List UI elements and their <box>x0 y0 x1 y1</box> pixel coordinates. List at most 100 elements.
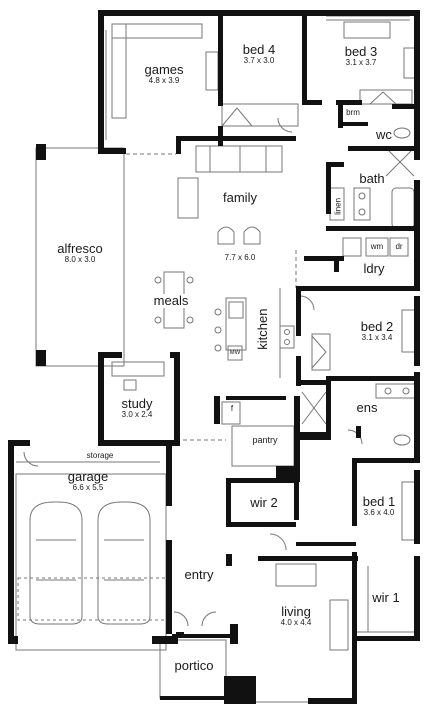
room-name: linen <box>333 197 343 215</box>
label-fridge: f <box>226 404 238 414</box>
room-name: MW <box>229 350 241 356</box>
family-chair-2 <box>243 226 261 245</box>
room-family: family <box>212 190 268 205</box>
room-name: storage <box>86 451 114 460</box>
living-sofa <box>329 599 349 651</box>
games-cabinet <box>205 51 219 91</box>
walls <box>8 10 420 704</box>
car-right <box>97 501 151 625</box>
games-sofa-side <box>111 23 127 119</box>
room-wm: wm <box>368 242 386 252</box>
room-name: entry <box>184 567 214 582</box>
bed3-robe-door <box>369 91 397 105</box>
bed2-robe <box>311 333 331 371</box>
bed4-robe-door <box>221 107 253 127</box>
room-dims: 3.1 x 3.7 <box>345 58 377 68</box>
room-dims: 7.7 x 6.0 <box>224 253 256 262</box>
room-name: bed 3 <box>344 44 378 59</box>
room-ens: ens <box>352 400 382 415</box>
kitchen-sink <box>228 301 244 319</box>
room-wc: wc <box>372 127 396 142</box>
room-meals: meals <box>146 293 196 309</box>
room-name: pantry <box>252 435 278 445</box>
room-dims: 4.8 x 3.9 <box>148 76 180 86</box>
study-desk <box>111 361 165 377</box>
room-bed4: bed 4 3.7 x 3.0 <box>234 42 284 66</box>
room-name: living <box>281 604 311 619</box>
family-chair-1 <box>217 226 235 245</box>
room-brm: brm <box>341 108 365 118</box>
room-storage: storage <box>78 451 122 461</box>
room-name: dr <box>395 242 403 251</box>
label-mw: MW <box>228 350 242 357</box>
room-name: games <box>144 62 184 77</box>
room-name: family <box>223 190 257 205</box>
pantry-shelves <box>231 425 295 467</box>
wc-toilet <box>393 127 411 139</box>
garage-door-line <box>17 577 167 621</box>
room-dims: 3.6 x 4.0 <box>363 508 395 518</box>
ens-toilet <box>393 434 411 446</box>
room-name: ens <box>356 400 378 415</box>
room-name: bed 4 <box>242 42 276 57</box>
room-ldry: ldry <box>356 261 392 276</box>
bed4-robe <box>221 103 299 127</box>
room-dr: dr <box>392 242 406 252</box>
room-name: kitchen <box>254 308 270 350</box>
bathtub <box>391 187 415 229</box>
room-pantry: pantry <box>248 435 282 446</box>
room-name: bed 2 <box>360 319 394 334</box>
room-wir2: wir 2 <box>244 495 284 510</box>
room-dims: 6.6 x 5.5 <box>72 483 104 493</box>
room-name: wm <box>370 242 384 251</box>
room-name: bed 1 <box>362 494 396 509</box>
room-dims: 4.0 x 4.4 <box>280 618 312 628</box>
kitchen-island <box>225 297 247 351</box>
dryer <box>389 237 409 257</box>
family-dims: 7.7 x 6.0 <box>212 253 268 263</box>
room-name: garage <box>67 469 109 484</box>
bed3-bedhead <box>343 21 391 39</box>
room-alfresco: alfresco 8.0 x 3.0 <box>48 241 112 265</box>
washing-machine <box>365 237 389 257</box>
bath-vanity <box>353 187 371 221</box>
room-name: meals <box>153 293 189 308</box>
microwave <box>227 345 243 361</box>
family-sofa <box>195 145 283 173</box>
laundry-tub <box>342 237 362 257</box>
room-wir1: wir 1 <box>364 590 408 605</box>
room-name: ldry <box>363 261 385 276</box>
room-kitchen: kitchen <box>254 304 270 354</box>
family-armchair <box>177 177 199 219</box>
living-armchair <box>275 563 317 587</box>
bed3-robe <box>359 89 413 105</box>
room-name: f <box>230 404 234 413</box>
room-dims: 8.0 x 3.0 <box>64 255 96 265</box>
car-left <box>29 501 83 625</box>
room-name: wc <box>376 127 392 142</box>
room-name: alfresco <box>57 241 103 256</box>
room-entry: entry <box>176 567 222 582</box>
room-garage: garage 6.6 x 5.5 <box>58 469 118 493</box>
door-arc <box>277 117 293 133</box>
room-name: bath <box>359 171 385 186</box>
room-name: portico <box>174 658 214 673</box>
ens-vanity <box>375 383 417 399</box>
room-name: study <box>121 396 153 411</box>
bed1-bedhead <box>401 481 417 541</box>
room-name: wir 1 <box>372 590 400 605</box>
alfresco-outline <box>35 147 125 367</box>
room-bath: bath <box>354 171 390 186</box>
room-portico: portico <box>166 658 222 673</box>
room-linen: linen <box>333 192 344 220</box>
room-bed2: bed 2 3.1 x 3.4 <box>352 319 402 343</box>
room-dims: 3.7 x 3.0 <box>243 56 275 66</box>
bed2-bedhead <box>401 309 417 353</box>
room-name: brm <box>346 108 360 117</box>
room-bed3: bed 3 3.1 x 3.7 <box>336 44 386 68</box>
room-study: study 3.0 x 2.4 <box>114 396 160 420</box>
room-games: games 4.8 x 3.9 <box>136 62 192 86</box>
room-dims: 3.0 x 2.4 <box>121 410 153 420</box>
room-living: living 4.0 x 4.4 <box>268 604 324 628</box>
